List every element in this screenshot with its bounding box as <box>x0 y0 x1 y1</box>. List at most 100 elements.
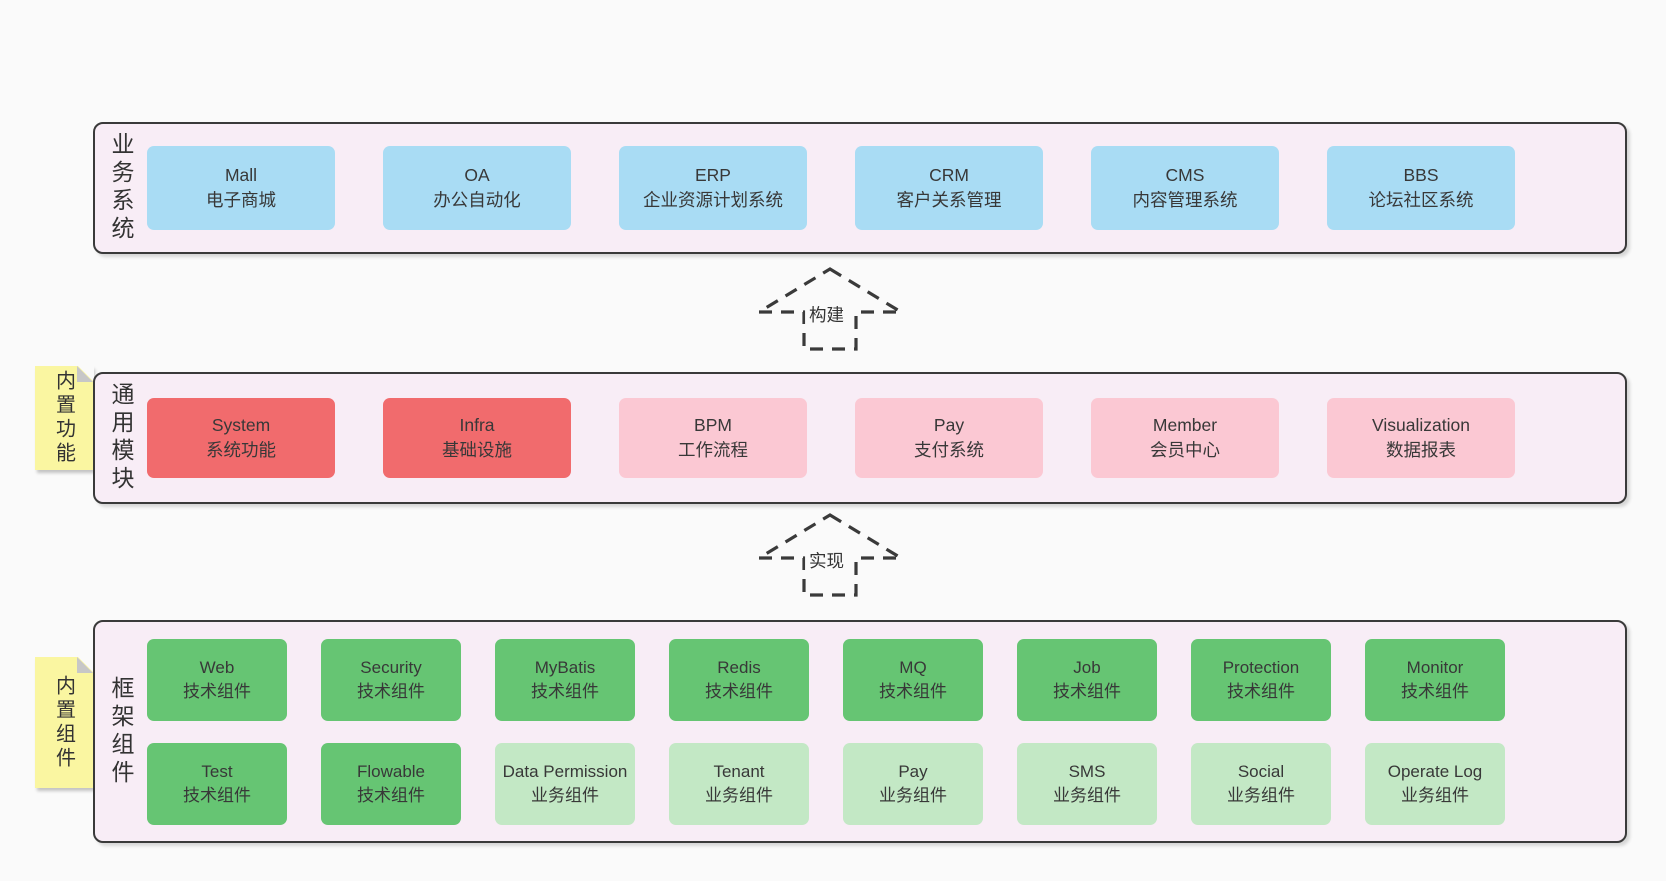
box-desc: 技术组件 <box>1053 681 1121 701</box>
arrow-build: 构建 <box>755 266 905 352</box>
box-name: Social <box>1237 761 1285 781</box>
box-desc: 客户关系管理 <box>896 190 1002 210</box>
box-desc: 业务组件 <box>1401 785 1469 805</box>
box-name: Infra <box>459 415 495 435</box>
box-desc: 基础设施 <box>442 440 512 460</box>
box-monitor: Monitor 技术组件 <box>1365 638 1505 721</box>
box-system: System 系统功能 <box>147 398 335 478</box>
arrow-build-label: 构建 <box>805 301 849 328</box>
arrow-implement-label: 实现 <box>805 547 849 574</box>
section-label-modules: 通用模块 <box>108 382 134 494</box>
box-row: Mall 电子商城 OA 办公自动化 ERP 企业资源计划系统 CRM 客户关系管理 CMS 内容… <box>147 146 1611 230</box>
box-operate-log: Operate Log 业务组件 <box>1365 742 1505 825</box>
box-name: Visualization <box>1372 415 1470 435</box>
box-job: Job 技术组件 <box>1017 638 1157 721</box>
box-name: Redis <box>717 657 761 677</box>
box-name: Job <box>1073 657 1101 677</box>
box-desc: 业务组件 <box>879 785 947 805</box>
box-name: Pay <box>933 415 965 435</box>
box-bpm: BPM 工作流程 <box>619 398 807 478</box>
box-name: Monitor <box>1406 657 1464 677</box>
box-desc: 业务组件 <box>1227 785 1295 805</box>
box-bbs: BBS 论坛社区系统 <box>1327 146 1515 230</box>
box-social: Social 业务组件 <box>1191 742 1331 825</box>
box-name: Data Permission <box>502 761 628 781</box>
box-name: Tenant <box>713 761 765 781</box>
box-infra: Infra 基础设施 <box>383 398 571 478</box>
box-protection: Protection 技术组件 <box>1191 638 1331 721</box>
box-desc: 系统功能 <box>206 440 276 460</box>
box-name: Test <box>201 761 233 781</box>
box-cms: CMS 内容管理系统 <box>1091 146 1279 230</box>
box-redis: Redis 技术组件 <box>669 638 809 721</box>
box-name: Flowable <box>356 761 426 781</box>
sticky-tab-label: 内置功能 <box>52 370 75 466</box>
modules-rows: System 系统功能 Infra 基础设施 BPM 工作流程 Pay 支付系统 Member 会… <box>147 374 1611 502</box>
box-tenant: Tenant 业务组件 <box>669 742 809 825</box>
box-desc: 技术组件 <box>879 681 947 701</box>
box-name: Operate Log <box>1387 761 1483 781</box>
dashed-up-arrow-icon <box>755 513 905 597</box>
section-common-modules: 通用模块 System 系统功能 Infra 基础设施 BPM 工作流程 Pay 支付系统 Me… <box>93 372 1627 504</box>
box-name: CRM <box>929 165 969 185</box>
box-member: Member 会员中心 <box>1091 398 1279 478</box>
box-name: System <box>211 415 271 435</box>
box-desc: 会员中心 <box>1150 440 1220 460</box>
box-name: CMS <box>1165 165 1205 185</box>
sticky-tab-built-in-components: 内置组件 <box>35 656 94 788</box>
box-name: OA <box>464 165 490 185</box>
box-desc: 技术组件 <box>357 785 425 805</box>
box-erp: ERP 企业资源计划系统 <box>619 146 807 230</box>
arrow-implement: 实现 <box>755 512 905 598</box>
box-name: Member <box>1152 415 1218 435</box>
section-label-framework: 框架组件 <box>108 675 134 788</box>
box-desc: 技术组件 <box>1227 681 1295 701</box>
box-mall: Mall 电子商城 <box>147 146 335 230</box>
business-rows: Mall 电子商城 OA 办公自动化 ERP 企业资源计划系统 CRM 客户关系管理 CMS 内容… <box>147 124 1611 252</box>
box-desc: 业务组件 <box>531 785 599 805</box>
box-web: Web 技术组件 <box>147 638 287 721</box>
sticky-tab-built-in-functions: 内置功能 <box>35 365 94 470</box>
box-pay: Pay 业务组件 <box>843 742 983 825</box>
box-desc: 论坛社区系统 <box>1368 190 1474 210</box>
box-data-permission: Data Permission 业务组件 <box>495 742 635 825</box>
box-desc: 内容管理系统 <box>1132 190 1238 210</box>
box-name: Security <box>360 657 422 677</box>
box-name: ERP <box>695 165 731 185</box>
sticky-tab-label: 内置组件 <box>52 674 75 771</box>
box-desc: 技术组件 <box>531 681 599 701</box>
box-desc: 技术组件 <box>1401 681 1469 701</box>
box-flowable: Flowable 技术组件 <box>321 742 461 825</box>
box-row: System 系统功能 Infra 基础设施 BPM 工作流程 Pay 支付系统 Member 会… <box>147 398 1611 478</box>
box-desc: 技术组件 <box>183 681 251 701</box>
box-name: Web <box>199 657 235 677</box>
box-oa: OA 办公自动化 <box>383 146 571 230</box>
box-name: SMS <box>1068 761 1106 781</box>
box-desc: 电子商城 <box>206 190 276 210</box>
box-desc: 技术组件 <box>705 681 773 701</box>
box-pay: Pay 支付系统 <box>855 398 1043 478</box>
box-desc: 办公自动化 <box>433 190 521 210</box>
box-desc: 支付系统 <box>914 440 984 460</box>
box-desc: 业务组件 <box>705 785 773 805</box>
box-desc: 工作流程 <box>678 440 748 460</box>
box-desc: 业务组件 <box>1053 785 1121 805</box>
box-name: Mall <box>224 165 258 185</box>
box-desc: 企业资源计划系统 <box>643 190 783 210</box>
box-name: Pay <box>898 761 928 781</box>
box-mq: MQ 技术组件 <box>843 638 983 721</box>
box-name: BBS <box>1403 165 1439 185</box>
box-name: BPM <box>694 415 732 435</box>
box-name: Protection <box>1222 657 1300 677</box>
box-name: MQ <box>899 657 927 677</box>
